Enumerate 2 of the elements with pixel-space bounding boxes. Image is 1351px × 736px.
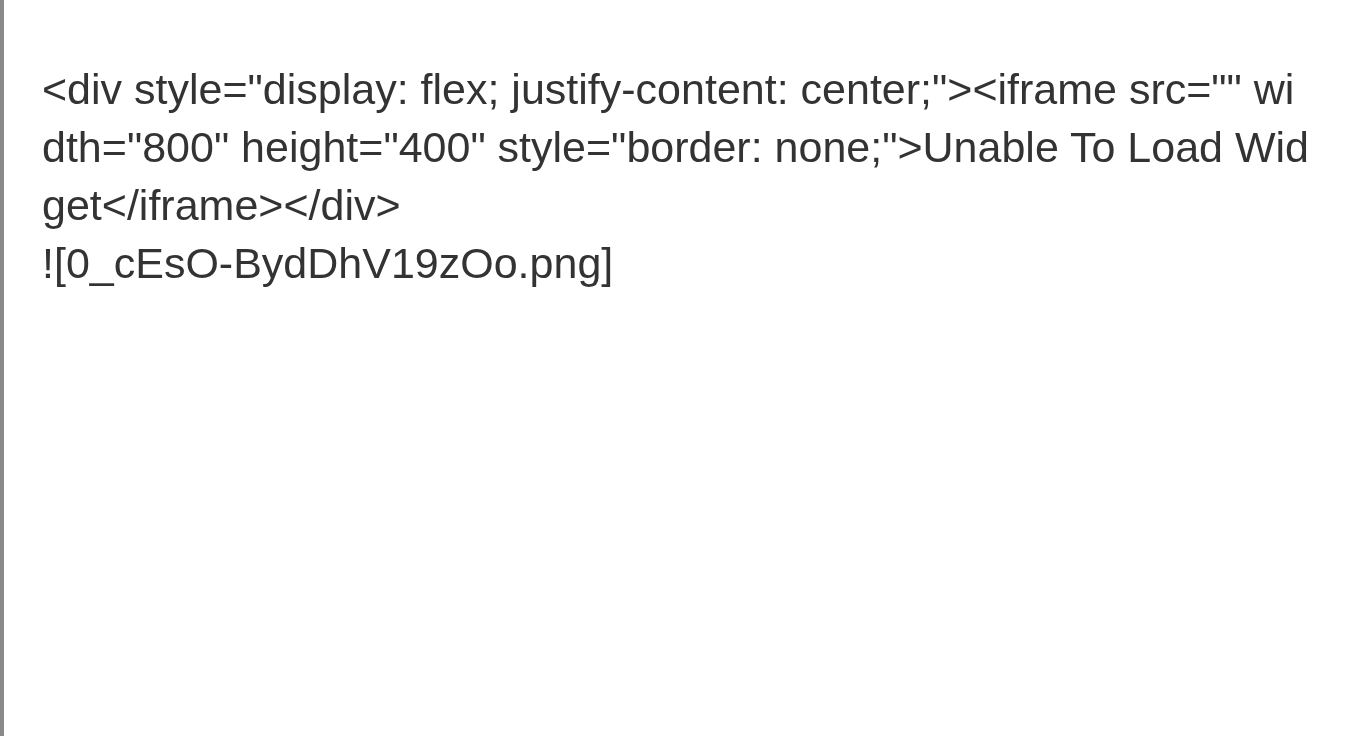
code-text: <div style="display: flex; justify-content: center;"><iframe src="" width="800" height="400" style="border: none;">Unable To Load Widget</iframe></div>: [42, 64, 1310, 231]
code-text: ![0_cEsO-BydDhV19zOo.png]: [42, 238, 615, 289]
